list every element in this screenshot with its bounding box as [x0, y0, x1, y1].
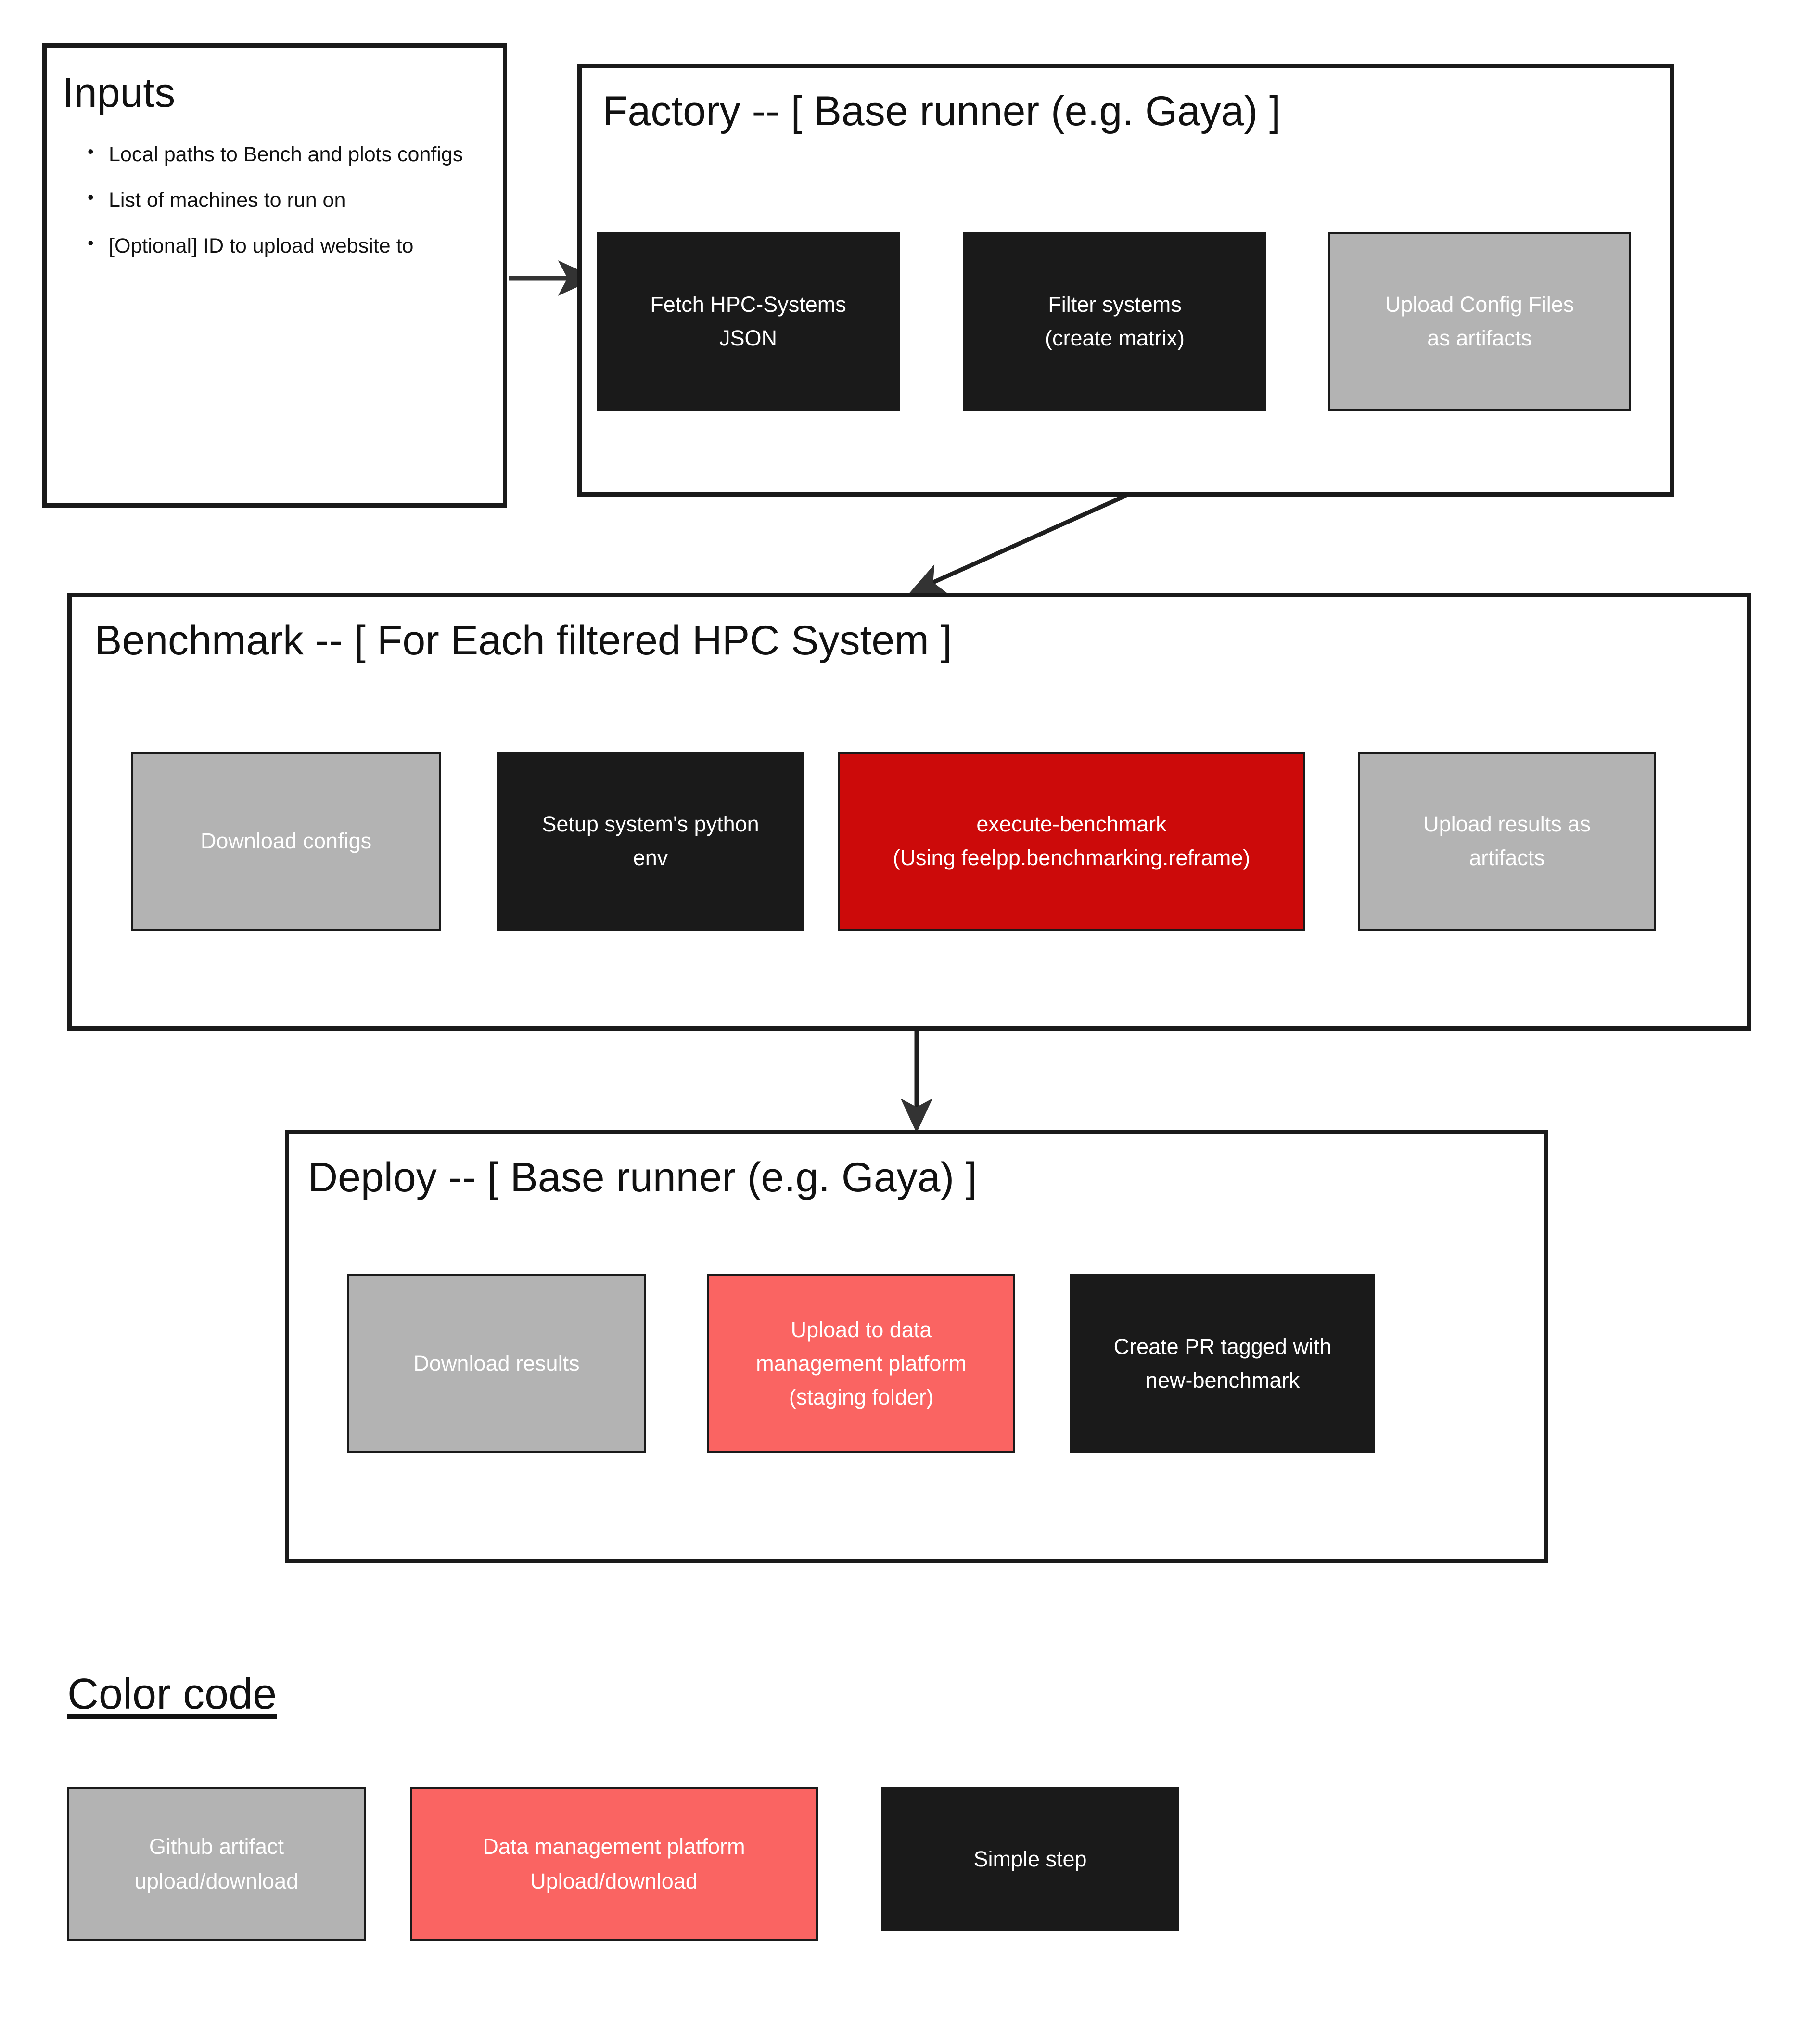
list-item: List of machines to run on	[85, 189, 460, 211]
legend-label: Simple step	[973, 1847, 1087, 1871]
step-label: Download configs	[200, 829, 372, 854]
factory-title: Factory -- [ Base runner (e.g. Gaya) ]	[602, 88, 1281, 134]
deploy-title: Deploy -- [ Base runner (e.g. Gaya) ]	[308, 1154, 977, 1201]
step-download-configs[interactable]: Download configs	[131, 752, 441, 931]
inputs-bullet-list: Local paths to Bench and plots configs L…	[85, 143, 463, 281]
benchmark-title: Benchmark -- [ For Each filtered HPC Sys…	[94, 617, 952, 664]
step-filter-systems[interactable]: Filter systems(create matrix)	[963, 232, 1266, 411]
legend-simple-step: Simple step	[881, 1787, 1179, 1931]
color-code-title: Color code	[67, 1670, 277, 1718]
arrow-factory-to-benchmark	[909, 493, 1127, 594]
inputs-panel	[42, 43, 507, 508]
inputs-title: Inputs	[63, 70, 176, 116]
list-item: Local paths to Bench and plots configs	[85, 143, 463, 165]
step-download-results[interactable]: Download results	[347, 1274, 646, 1453]
step-label: Filter systems(create matrix)	[1045, 292, 1185, 350]
list-item: [Optional] ID to upload website to	[85, 234, 460, 256]
step-execute-benchmark[interactable]: execute-benchmark(Using feelpp.benchmark…	[838, 752, 1305, 931]
step-label: execute-benchmark(Using feelpp.benchmark…	[893, 812, 1251, 870]
step-label: Download results	[413, 1351, 580, 1376]
